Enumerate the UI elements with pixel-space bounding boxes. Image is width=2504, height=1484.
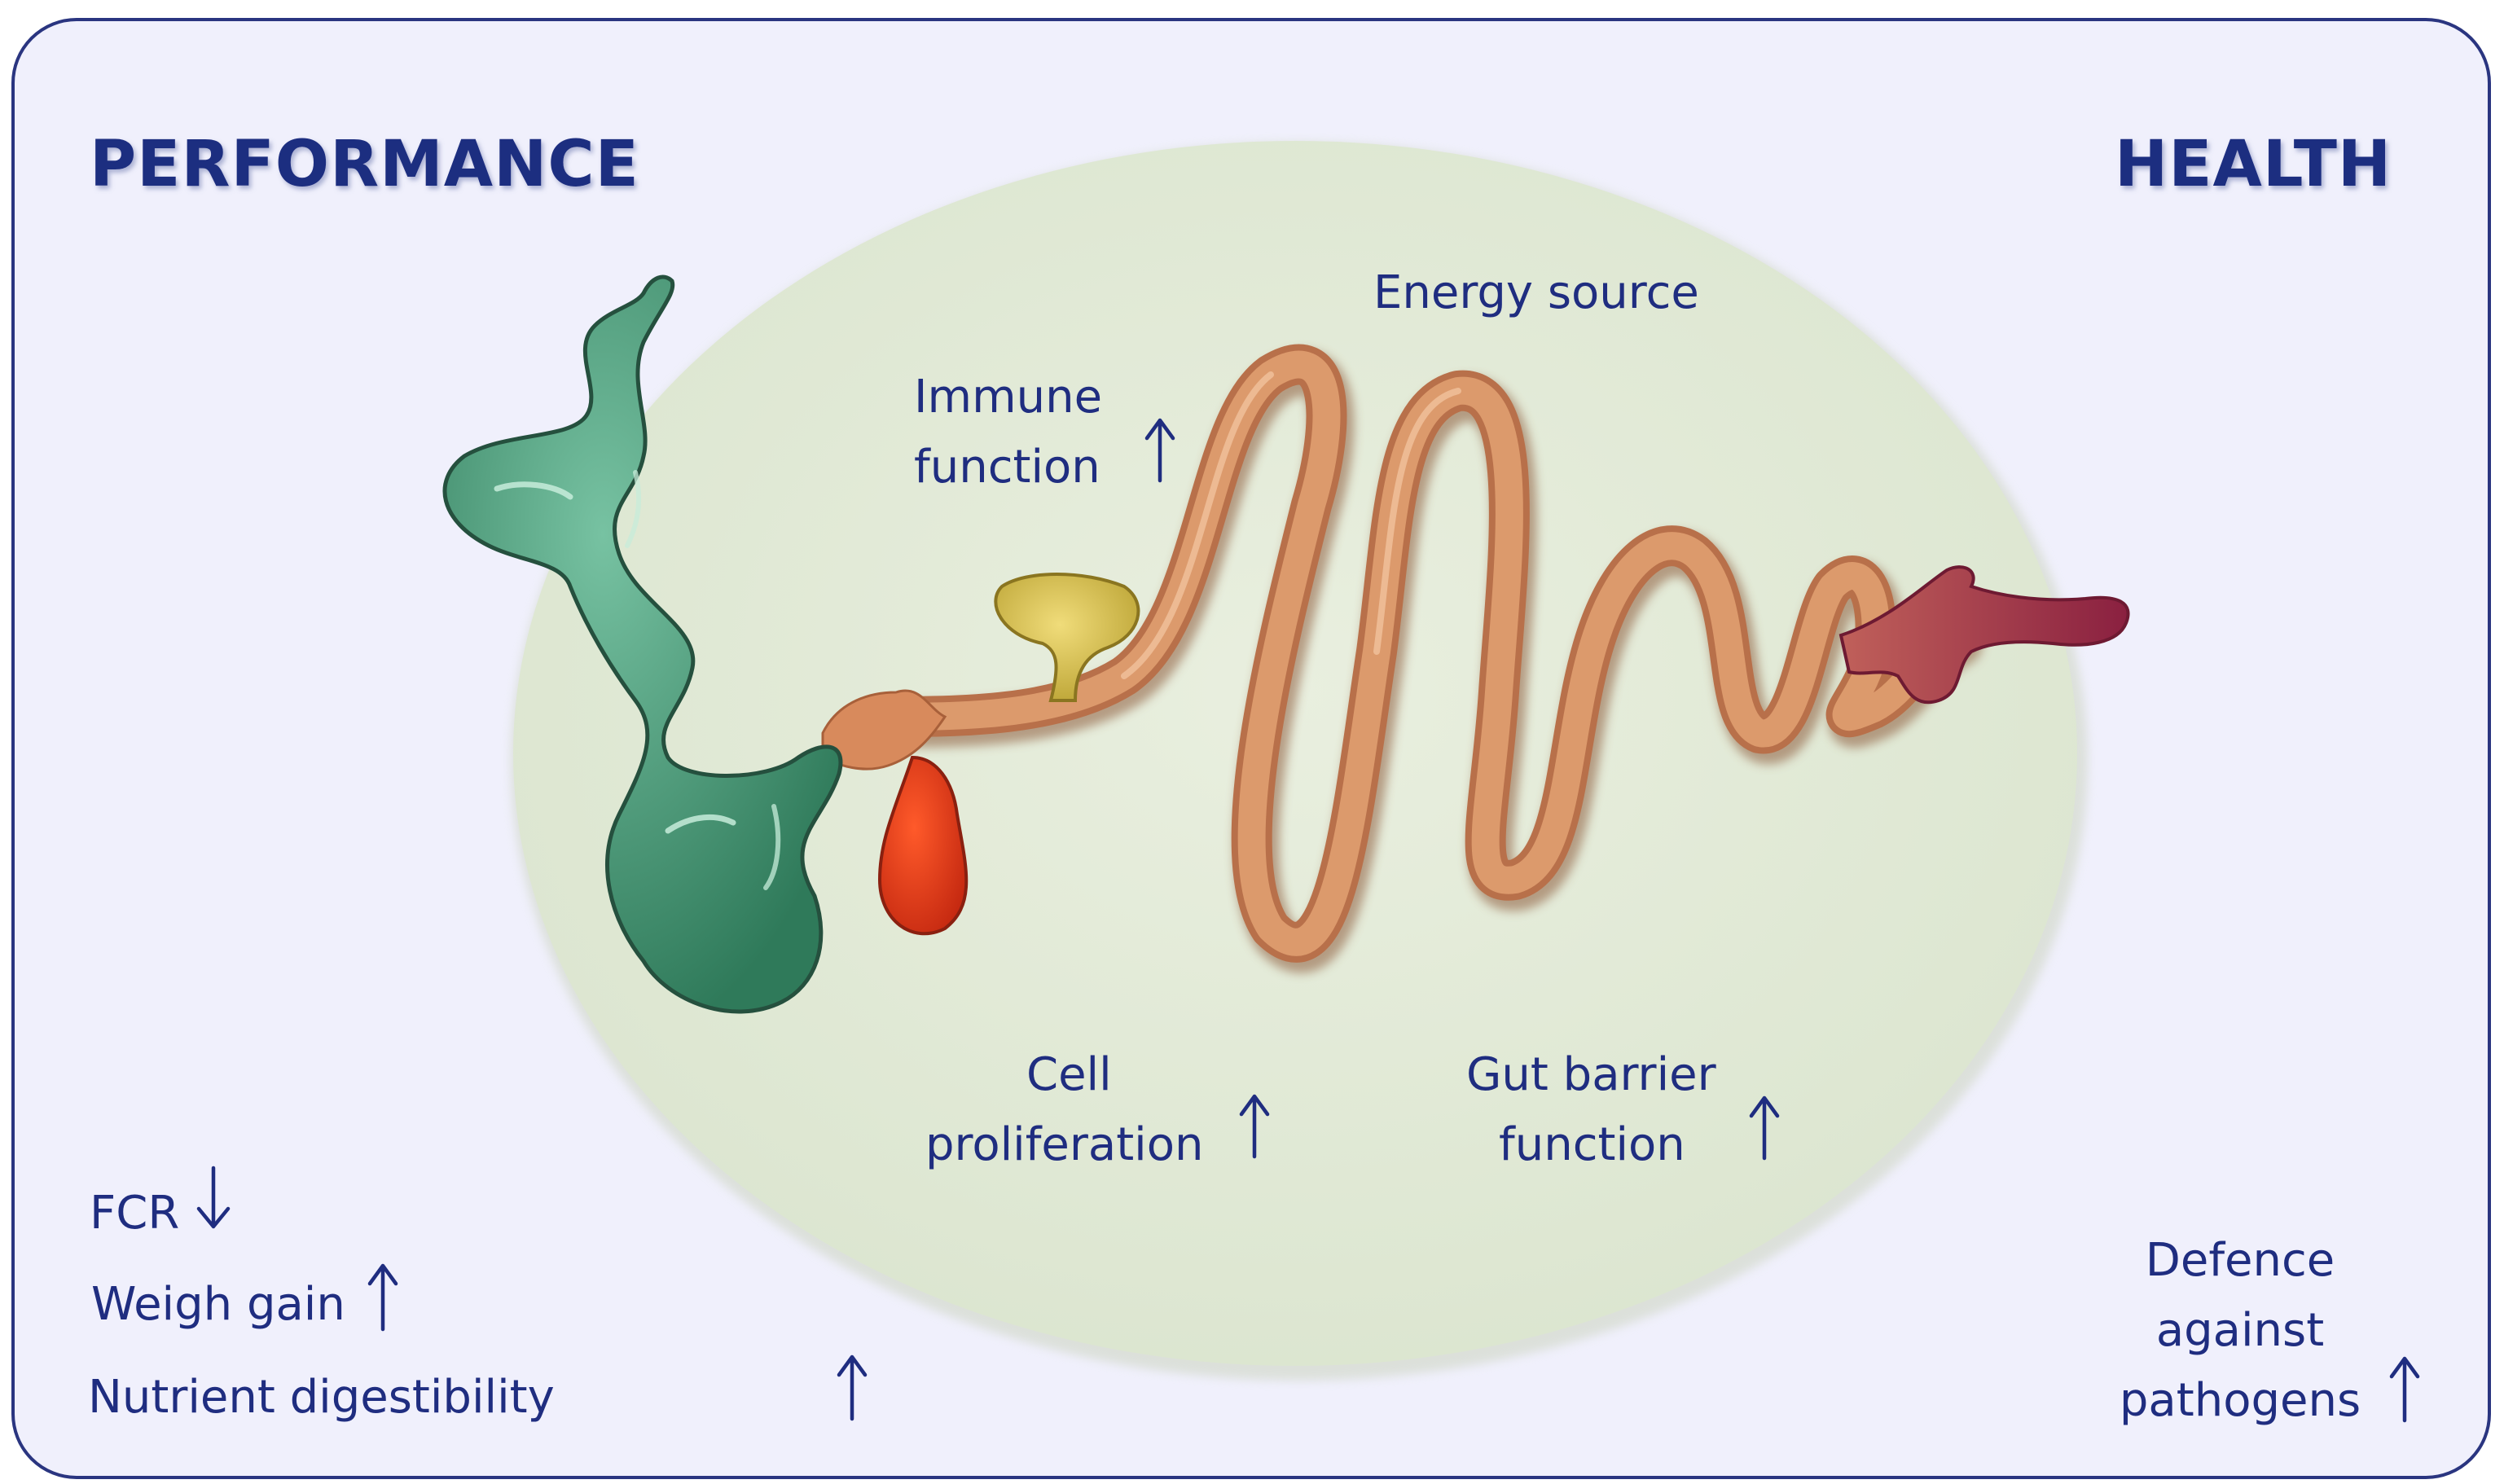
- label-defence-line3: pathogens: [2120, 1374, 2361, 1427]
- heading-performance: PERFORMANCE: [90, 128, 639, 201]
- label-immune-function-line1: Immune: [914, 371, 1102, 424]
- cloaca: [1838, 565, 2130, 705]
- crop-and-stomach: [442, 274, 843, 1014]
- label-defence-line2: against: [2156, 1304, 2324, 1357]
- weight-gain-up-arrow-icon: [367, 1263, 398, 1332]
- heading-health: HEALTH: [2115, 128, 2392, 201]
- central-ellipse: [513, 141, 2077, 1366]
- label-gut-barrier-line2: function: [1499, 1118, 1685, 1171]
- fcr-down-arrow-icon: [196, 1166, 231, 1229]
- gizzard: [877, 755, 969, 936]
- label-gut-barrier-line1: Gut barrier: [1466, 1048, 1717, 1101]
- label-immune-function-line2: function: [914, 441, 1100, 494]
- label-fcr: FCR: [90, 1187, 179, 1240]
- label-cell-proliferation-line1: Cell: [1026, 1048, 1112, 1101]
- label-weight-gain: Weigh gain: [91, 1278, 345, 1331]
- label-energy-source: Energy source: [1373, 266, 1699, 319]
- gut-illustration: [442, 274, 2130, 1014]
- label-cell-proliferation-line2: proliferation: [925, 1118, 1204, 1171]
- intestine: [866, 350, 1969, 956]
- nutrient-digestibility-up-arrow-icon: [837, 1354, 868, 1421]
- immune-function-up-arrow-icon: [1144, 418, 1175, 483]
- proventriculus: [821, 689, 947, 771]
- gallbladder: [994, 573, 1140, 702]
- label-defence-line1: Defence: [2146, 1234, 2335, 1287]
- defence-up-arrow-icon: [2389, 1356, 2420, 1423]
- cell-proliferation-up-arrow-icon: [1239, 1094, 1270, 1159]
- gut-barrier-up-arrow-icon: [1749, 1095, 1780, 1161]
- label-nutrient-digestibility: Nutrient digestibility: [88, 1371, 555, 1424]
